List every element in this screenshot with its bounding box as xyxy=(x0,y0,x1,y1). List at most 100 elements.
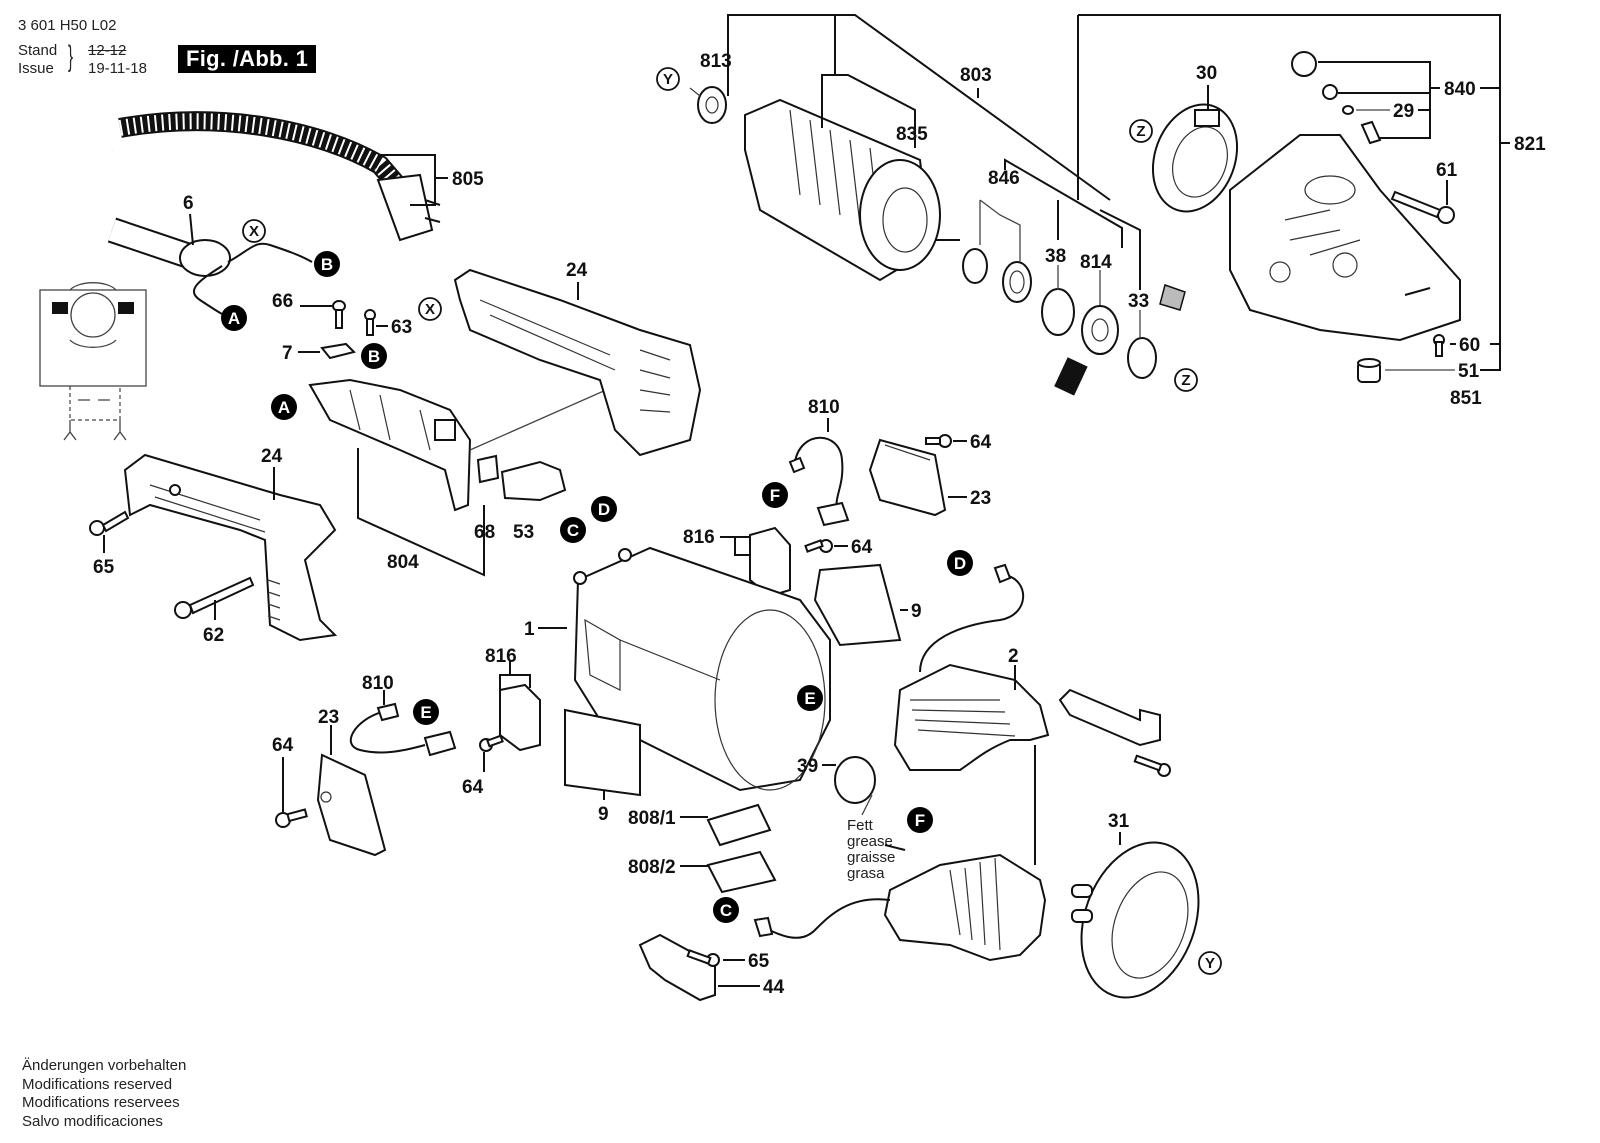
label-sticker-808-1 xyxy=(706,803,772,847)
label-64-a: 64 xyxy=(851,537,873,558)
connector-b-switch: B xyxy=(361,343,387,369)
connector-f-field: F xyxy=(907,807,933,833)
connector-f-cable: F xyxy=(762,482,788,508)
brush-holder-816-top xyxy=(749,526,791,598)
wiring-schematic xyxy=(39,282,147,441)
label-9-top: 9 xyxy=(911,601,922,622)
svg-text:E: E xyxy=(804,689,815,708)
handle-half-bottom xyxy=(123,453,338,642)
bearing-flange-30 xyxy=(1151,103,1239,213)
screw-66 xyxy=(332,300,346,329)
end-shield-31 xyxy=(1071,841,1200,999)
label-30: 30 xyxy=(1196,63,1217,84)
part-number: 3 601 H50 L02 xyxy=(18,17,117,34)
label-63: 63 xyxy=(391,317,412,338)
label-821: 821 xyxy=(1514,134,1546,155)
label-2: 2 xyxy=(1008,646,1019,667)
cord-strain-relief xyxy=(179,239,231,277)
label-846: 846 xyxy=(988,168,1020,189)
leader-846-814 xyxy=(1004,158,1123,248)
svg-text:C: C xyxy=(567,521,579,540)
connector-d-field: D xyxy=(947,550,973,576)
screw-60 xyxy=(1433,334,1445,357)
screw-64-top xyxy=(804,539,833,553)
brush-cable-810-bottom xyxy=(349,702,457,757)
bracket xyxy=(1058,688,1171,777)
label-sticker-808-2 xyxy=(706,850,777,894)
modifications-note: Änderungen vorbehalten Modifications res… xyxy=(22,1057,186,1131)
svg-text:A: A xyxy=(228,309,240,328)
label-1: 1 xyxy=(524,619,535,640)
stand-label: Stand xyxy=(18,42,58,59)
label-64-bottom: 64 xyxy=(272,735,294,756)
plug xyxy=(376,173,434,242)
screw-65-cover xyxy=(686,949,720,967)
svg-text:B: B xyxy=(368,347,380,366)
insulation-9-bottom xyxy=(564,708,641,797)
svg-text:D: D xyxy=(954,554,966,573)
label-840: 840 xyxy=(1444,79,1476,100)
label-61: 61 xyxy=(1436,160,1458,181)
screw-64-cover xyxy=(925,434,952,448)
connector-e-field: E xyxy=(797,685,823,711)
label-62: 62 xyxy=(203,625,224,646)
brush-cable-810-top xyxy=(788,436,850,527)
needle-bearing-38 xyxy=(1041,288,1075,336)
screw-64-holder xyxy=(479,734,504,752)
grease-de: Fett xyxy=(847,817,873,834)
connector-c-field: C xyxy=(713,897,739,923)
svg-text:X: X xyxy=(425,301,435,318)
label-60: 60 xyxy=(1459,335,1480,356)
field-winding-lower xyxy=(753,844,1047,962)
label-808-2: 808/2 xyxy=(628,857,676,878)
label-29: 29 xyxy=(1393,101,1414,122)
label-835: 835 xyxy=(896,124,928,145)
footer-line-de: Änderungen vorbehalten xyxy=(22,1057,187,1074)
connector-a-cord: A xyxy=(221,305,247,331)
handle-half-top xyxy=(453,268,702,457)
grease-en: grease xyxy=(847,833,893,850)
label-23-top: 23 xyxy=(970,488,991,509)
leader-813-803 xyxy=(727,14,1111,201)
label-808-1: 808/1 xyxy=(628,808,676,829)
label-814: 814 xyxy=(1080,252,1112,273)
footer-line-fr: Modifications reservees xyxy=(22,1094,180,1111)
bearing-set xyxy=(962,248,1186,396)
ball-bearing-814 xyxy=(1081,305,1119,355)
brush-holder-816-bottom xyxy=(499,683,541,752)
label-9-bottom: 9 xyxy=(598,804,609,825)
part-53 xyxy=(500,460,567,502)
label-23-bottom: 23 xyxy=(318,707,339,728)
connector-e-cable: E xyxy=(413,699,439,725)
footer-line-es: Salvo modificaciones xyxy=(22,1112,163,1130)
svg-text:F: F xyxy=(915,811,925,830)
issue-label: Issue xyxy=(18,60,54,77)
screw-62 xyxy=(174,576,255,619)
label-64-holder: 64 xyxy=(462,777,484,798)
part-7 xyxy=(320,342,356,360)
ref-x-handle: X xyxy=(418,297,442,321)
screw-65-handle xyxy=(89,510,130,536)
svg-text:A: A xyxy=(278,398,290,417)
svg-text:Y: Y xyxy=(663,71,673,88)
svg-text:C: C xyxy=(720,901,732,920)
connector-a-switch: A xyxy=(271,394,297,420)
switch-804 xyxy=(308,374,641,512)
leader-835 xyxy=(821,15,916,148)
svg-text:D: D xyxy=(598,500,610,519)
connector-d-switch: D xyxy=(591,496,617,522)
circlip xyxy=(962,248,988,284)
fan-39 xyxy=(834,756,876,804)
label-804: 804 xyxy=(387,552,419,573)
stand-value: 12-12 xyxy=(88,42,127,59)
brush-cover-23-top xyxy=(868,438,947,517)
issue-value: 19-11-18 xyxy=(88,60,147,77)
bearing-813 xyxy=(697,86,727,124)
brace-icon: } xyxy=(68,40,74,73)
o-ring-29 xyxy=(1342,105,1354,115)
label-65-handle: 65 xyxy=(93,557,115,578)
label-816-bottom: 816 xyxy=(485,646,517,667)
label-64-cover: 64 xyxy=(970,432,992,453)
